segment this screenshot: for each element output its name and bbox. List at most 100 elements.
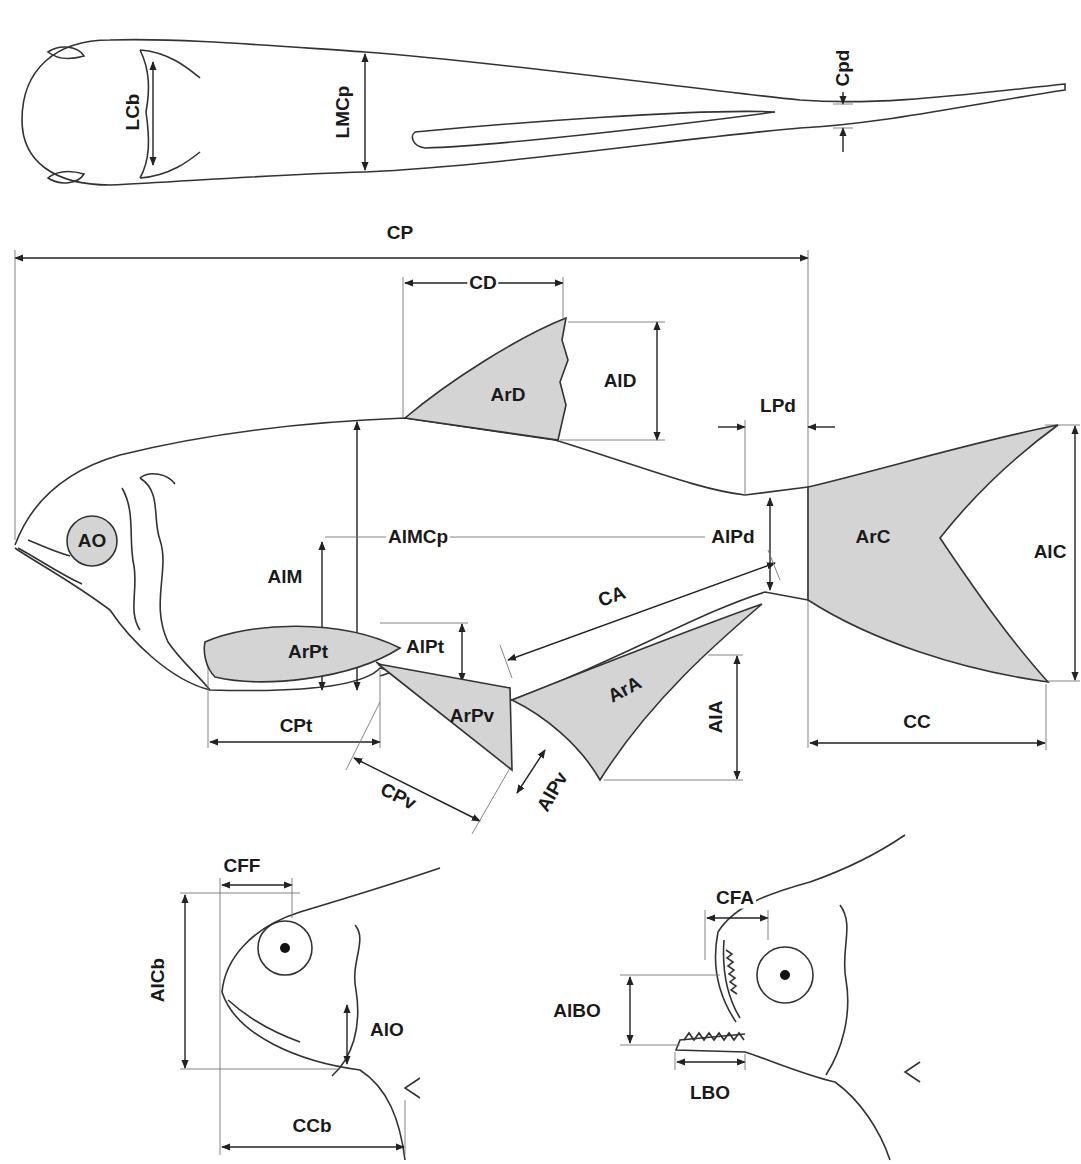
measurement-label: CPv [375,778,421,815]
extension-line [292,878,293,918]
measurement-label: AlC [1032,542,1069,563]
fish-outline [140,478,210,690]
dimension-line [15,257,808,258]
measurement-label: AlBO [551,1001,603,1022]
extension-line [620,1045,680,1046]
dimension-line [222,884,292,885]
anal-fin: ArA [505,598,767,784]
pelvic-fin: ArPv [372,656,518,776]
measurement-label: AlPt [404,637,446,658]
measurement-label: AlPv [532,767,573,817]
extension-line [833,128,853,129]
caudal-fin-shape [808,425,1058,682]
measurement-label: CFF [222,856,263,877]
measurement-label: AlD [602,371,639,392]
measurement-label: AlPd [709,527,756,548]
extension-line [705,910,706,960]
measurement-label: LPd [758,396,798,417]
measurement-label: AlMCp [386,527,450,548]
fish-outline [332,925,360,1076]
dimension-line [184,895,185,1068]
fin-area-label: AO [78,531,107,552]
head-closed-mouth [180,868,440,1160]
head-open-mouth [620,835,920,1160]
fish-outline [412,111,775,148]
dimension-line [364,54,365,170]
fish-outline [28,540,70,556]
fish-outline [905,1062,920,1082]
dimension-line [461,624,462,681]
extension-line [1045,425,1080,426]
dimension-line [769,498,770,590]
extension-line [708,655,743,656]
measurement-label: CC [901,712,932,733]
dimension-line [354,758,480,821]
dimension-line [707,917,768,918]
fish-outline [222,992,405,1160]
extension-line [405,1100,406,1155]
measurement-label: AlO [368,1020,406,1041]
fish-outline [780,970,790,980]
extension-line [620,975,720,976]
anal-fin-shape [512,604,762,780]
extension-line [1046,684,1047,750]
pelvic-fin-shape [378,664,512,770]
fish-outline [826,905,848,1075]
dimension-line [346,1005,347,1064]
pectoral-fin-shape [204,626,400,681]
dorsal-fin-shape [405,318,568,440]
dimension-line [736,656,737,779]
dimension-line [677,1061,745,1062]
extension-line [180,1069,340,1070]
eye-circle-shape [67,516,117,566]
extension-line [745,1054,746,1070]
dimension-line [718,426,745,427]
pelvic-fin-outline [372,656,518,776]
fish-outline [48,47,84,59]
measurement-label: CP [385,223,415,244]
measurement-label: LCb [123,92,144,133]
measurement-label: AlA [706,699,727,736]
extension-line [604,780,743,781]
extension-line [380,623,468,624]
fish-outline [726,950,737,994]
measurement-label: LBO [688,1083,732,1104]
extension-line [768,910,769,940]
fish-outline [22,40,1065,185]
fish-outline [228,1000,300,1042]
measurement-label: CPt [278,716,315,737]
eye-circle: AO [64,513,120,569]
dimension-line [210,741,380,742]
fish-outline [676,1034,890,1160]
side-view [15,250,1080,834]
measurement-label: Cpd [833,48,854,89]
measurement-label: LMCp [333,84,354,141]
dimension-line [842,92,843,104]
fish-outline [140,474,175,484]
extension-line [745,420,746,495]
top-view [22,40,1065,185]
extension-line [380,670,381,748]
measurement-label: AlCb [148,956,169,1004]
extension-line [472,768,510,834]
dorsal-fin: ArD [400,312,572,444]
dimension-line [1074,426,1075,680]
extension-line [768,550,780,580]
extension-line [220,878,221,1155]
extension-line [568,322,665,323]
dimension-line [810,742,1045,743]
extension-line [833,104,853,105]
dimension-line [842,128,843,152]
extension-line [180,893,300,894]
fin-area-label: ArPt [288,642,328,663]
fish-outline [258,921,312,975]
measurement-label: CD [467,273,498,294]
dimension-line [508,563,775,660]
pectoral-fin: ArPt [200,616,406,690]
dimension-line [152,62,153,165]
fish-outline [140,152,200,178]
fish-outline [724,940,740,1018]
extension-line [15,250,16,540]
fish-outline [684,1033,744,1040]
